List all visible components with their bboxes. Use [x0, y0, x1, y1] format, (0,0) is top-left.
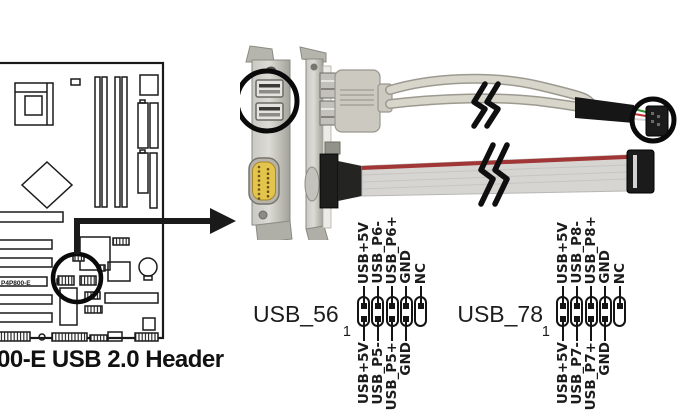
pin-label: GND: [597, 250, 614, 284]
pin1-label: 1: [342, 324, 351, 340]
pin: [403, 316, 410, 322]
pin: [559, 316, 566, 322]
cable-sleeve: [575, 97, 634, 123]
ribbon-cable: [361, 154, 628, 197]
connector-circle-annotation: [629, 96, 677, 144]
agp-slot: [0, 211, 64, 223]
gameport-shell-edge: [304, 166, 320, 202]
pin-lead: [604, 286, 607, 304]
usb-port-top: [255, 79, 284, 98]
usb-port-bottom: [255, 102, 284, 121]
onboard-chip: [107, 261, 131, 282]
pin-lead: [618, 286, 621, 304]
pin-lead: [376, 286, 379, 304]
corner-chip: [142, 317, 156, 331]
pin-lead: [405, 286, 408, 304]
onboard-connector: [112, 237, 130, 246]
callout-arrow: [74, 218, 212, 254]
front-panel-header: [84, 305, 103, 314]
pin: [360, 303, 367, 309]
pin: [389, 303, 396, 309]
pin: [403, 303, 410, 309]
usb-bracket-photo: [240, 45, 677, 240]
usb-ports-circle-annotation: [240, 68, 300, 134]
pin-label: GND: [398, 342, 415, 376]
usb-header-blocks: [57, 254, 97, 286]
pin-lead: [362, 286, 365, 304]
pin-label: NC: [412, 262, 429, 284]
pin: [588, 316, 595, 322]
gameport-connector: [248, 157, 280, 205]
pin-lead: [575, 286, 578, 304]
header-name: USB_78: [457, 301, 543, 327]
pin-lead: [590, 320, 593, 341]
pin: [374, 316, 381, 322]
panel-connector: [104, 292, 159, 304]
pin: [588, 303, 595, 309]
pin-lead: [419, 286, 422, 304]
power-connector: [70, 78, 81, 86]
pin-lead: [405, 320, 408, 341]
pin: [616, 303, 623, 309]
pin-lead: [391, 320, 394, 341]
chipset-diamond: [20, 160, 74, 210]
usb78-pinout-diagram: USB_78 1 USB+5V USB_P8- USB_P8+ GND NC U…: [452, 216, 652, 419]
pin: [602, 303, 609, 309]
pin-lead: [590, 286, 593, 304]
pin: [374, 303, 381, 309]
usb-header-connector: [645, 105, 669, 137]
pin: [573, 303, 580, 309]
ribbon-end-connector: [626, 149, 655, 194]
bracket-screw: [310, 63, 318, 71]
io-controller: [59, 287, 78, 326]
pin-lead: [575, 320, 578, 341]
cmos-battery: [138, 257, 158, 277]
pin-label: GND: [597, 342, 614, 376]
ribbon-break-icon: [478, 142, 510, 207]
pin-lead: [376, 320, 379, 341]
usb-ports-side: [319, 72, 337, 126]
pin-lead: [604, 320, 607, 341]
bottom-edge-connectors: [0, 331, 159, 342]
callout-arrowhead-icon: [210, 208, 236, 234]
front-bracket: [245, 45, 293, 240]
atx-power-connector: [139, 74, 159, 96]
pin-lead: [561, 286, 564, 304]
motherboard-diagram: P4P800-E: [0, 61, 236, 342]
header-name: USB_56: [253, 301, 339, 327]
pin-lead: [391, 286, 394, 304]
pin-label: NC: [611, 262, 628, 284]
pin: [602, 316, 609, 322]
pin-lead: [362, 320, 365, 341]
molded-shell: [334, 69, 393, 133]
ide-connectors: [137, 99, 159, 209]
cable-break-icon: [471, 81, 501, 129]
usb56-pinout-diagram: USB_56 1 USB+5V USB_P6- USB_P6+ GND NC U…: [253, 216, 453, 419]
pin-label: GND: [398, 250, 415, 284]
gameport-step: [324, 141, 341, 155]
cpu-socket: [14, 82, 54, 126]
dimm-slots: [94, 76, 128, 208]
board-label: P4P800-E: [1, 280, 31, 287]
pin: [389, 316, 396, 322]
figure-caption: 00-E USB 2.0 Header: [0, 346, 224, 373]
bracket-screw: [258, 210, 268, 220]
pin: [559, 303, 566, 309]
pin: [573, 316, 580, 322]
pin: [417, 303, 424, 309]
pin: [360, 316, 367, 322]
gameport-side-connector: [319, 153, 362, 209]
battery-tab: [143, 275, 153, 281]
pin1-label: 1: [541, 324, 550, 340]
pci-slots: [0, 239, 53, 323]
pin-lead: [561, 320, 564, 341]
side-bracket: [299, 46, 393, 240]
